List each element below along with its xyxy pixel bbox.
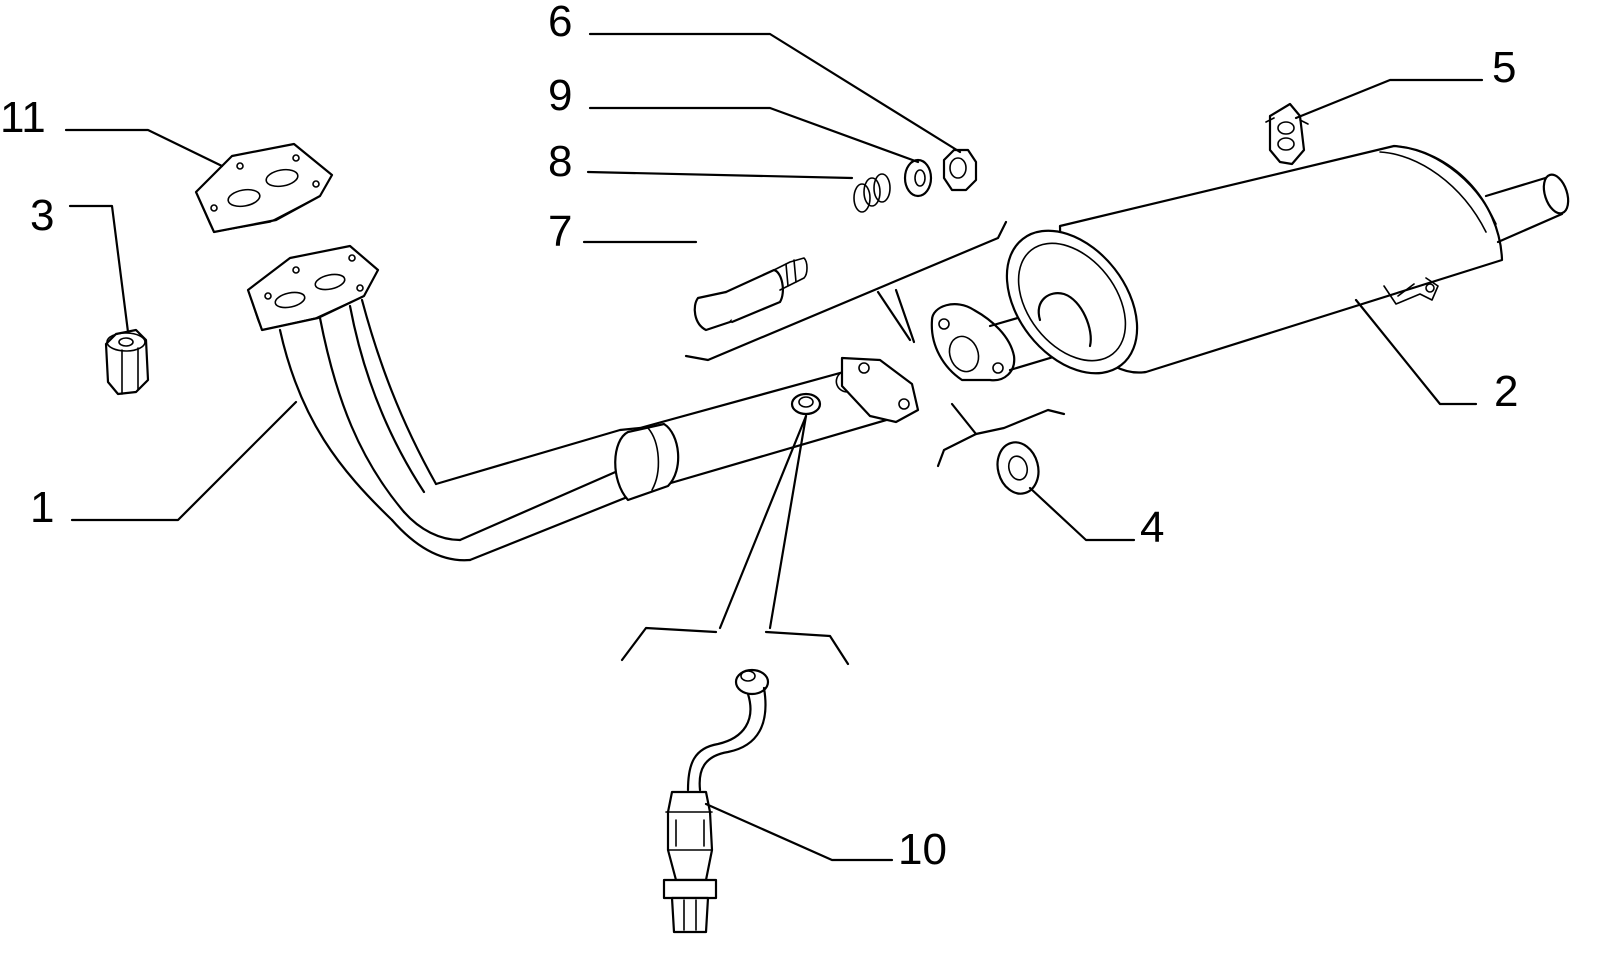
part-5-rubber-mount[interactable] [1265,102,1309,166]
callout-4: 4 [1140,503,1164,552]
callout-5: 5 [1492,43,1516,92]
leader-sensor-boss-a [718,414,808,630]
part-1-front-pipe[interactable] [246,244,920,562]
leader-6 [588,32,962,154]
part-9-washer[interactable] [903,158,933,198]
callout-1: 1 [30,483,54,532]
leader-8 [586,170,854,180]
part-7-stud[interactable] [693,257,808,332]
part-10-lambda-sensor[interactable] [662,668,770,934]
part-2-muffler[interactable] [930,144,1573,398]
part-11-gasket[interactable] [194,142,334,234]
leader-1 [70,400,298,522]
callout-8: 8 [548,137,572,186]
section-break-markers [620,220,1066,666]
part-3-nut[interactable] [104,328,150,396]
part-4-gasket-ring[interactable] [992,438,1044,499]
callout-labels: 11 3 1 6 9 8 7 5 2 4 10 [0,0,1518,874]
leader-10 [704,802,894,862]
callout-2: 2 [1494,367,1518,416]
callout-9: 9 [548,71,572,120]
part-8-spring[interactable] [853,173,891,213]
leader-sensor-boss-b [768,414,808,630]
callout-3: 3 [30,191,54,240]
callout-11: 11 [0,93,46,142]
leader-2 [1354,298,1478,406]
leader-11 [64,128,224,168]
leader-9 [588,106,920,164]
callout-7: 7 [548,207,572,256]
leader-3 [68,204,130,334]
part-6-nut[interactable] [942,148,978,192]
callout-10: 10 [898,825,947,874]
callout-6: 6 [548,0,572,46]
leader-4 [1028,486,1136,542]
leader-lines [64,32,1484,862]
leader-5 [1294,78,1484,120]
